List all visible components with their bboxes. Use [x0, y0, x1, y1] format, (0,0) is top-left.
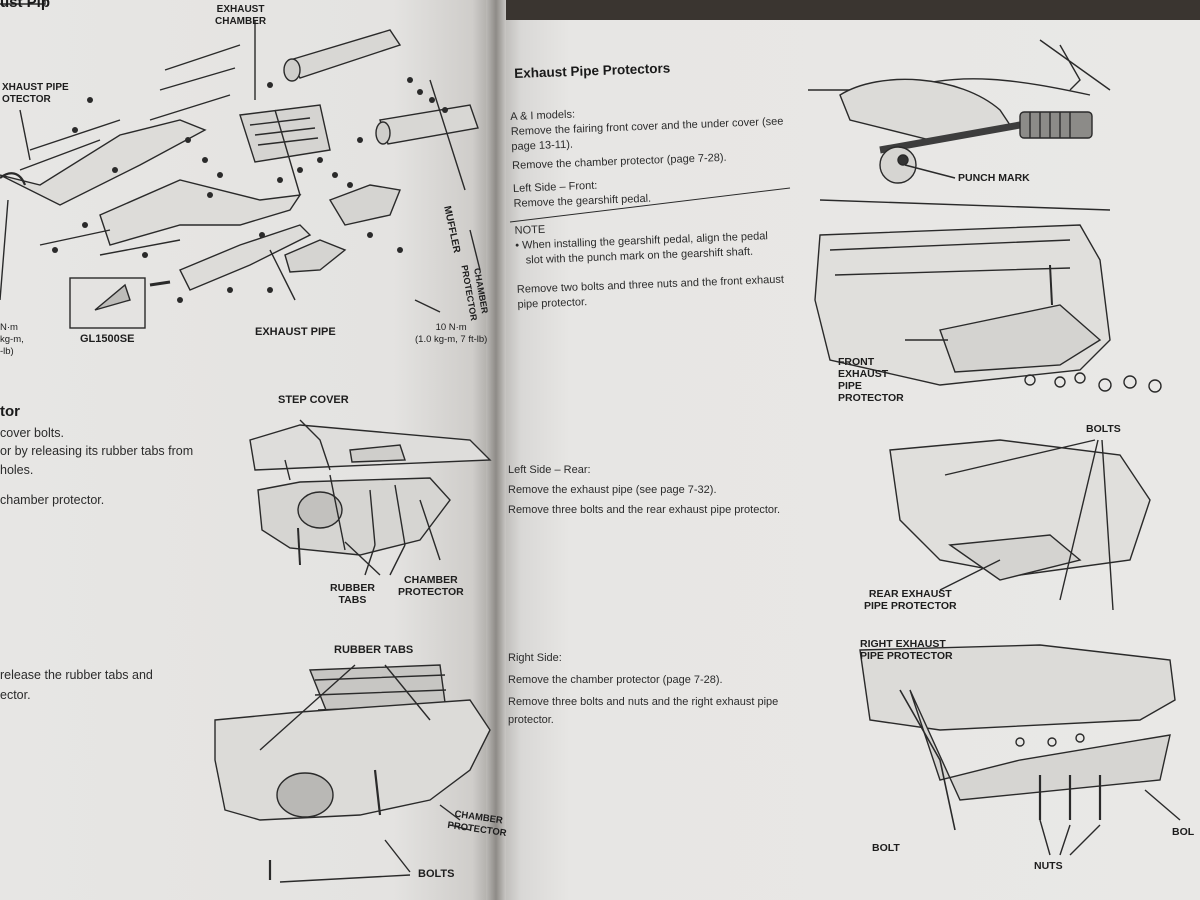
instruction-line: or by releasing its rubber tabs from	[0, 444, 194, 458]
label-chamber-protector: CHAMBER PROTECTOR	[398, 574, 464, 598]
instruction-line: Right Side:	[508, 652, 562, 664]
label-bolts: BOLTS	[418, 868, 455, 880]
instruction-line: release the rubber tabs and	[0, 668, 153, 682]
label-right-exhaust-pipe-protector: RIGHT EXHAUST PIPE PROTECTOR	[860, 638, 953, 662]
instruction-line: Left Side – Rear:	[508, 464, 591, 476]
book-gutter	[486, 0, 506, 900]
step-cover-figure	[249, 419, 492, 576]
label-punch-mark: PUNCH MARK	[958, 172, 1030, 184]
label-bolts-rear: BOLTS	[1086, 423, 1121, 435]
note-divider	[509, 187, 791, 223]
label-front-exhaust-pipe-protector: FRONT EXHAUST PIPE PROTECTOR	[838, 356, 904, 404]
right-protector-figure	[859, 644, 1181, 856]
rear-protector-figure	[889, 439, 1151, 611]
label-exhaust-chamber: EXHAUST CHAMBER	[215, 4, 267, 27]
exploded-exhaust-diagram	[0, 20, 481, 329]
label-exhaust-pipe: EXHAUST PIPE	[255, 326, 336, 338]
instruction-line: Remove the exhaust pipe (see page 7-32).	[508, 484, 717, 496]
label-rear-exhaust-pipe-protector: REAR EXHAUST PIPE PROTECTOR	[864, 588, 957, 612]
right-page-text-block-2: Left Side – Rear: Remove the exhaust pip…	[508, 462, 780, 518]
punch-mark-figure	[808, 39, 1111, 211]
label-bolt: BOLT	[872, 842, 900, 854]
instruction-line: Remove three bolts and the rear exhaust …	[508, 504, 781, 516]
label-nuts: NUTS	[1034, 860, 1063, 872]
instruction-line: chamber protector.	[0, 493, 105, 507]
label-torque-left: N·m kg-m, -lb)	[0, 322, 24, 357]
instruction-line: holes.	[0, 463, 34, 477]
label-rubber-tabs: RUBBER TABS	[330, 582, 375, 606]
instruction-line: Remove three bolts and nuts and the righ…	[508, 696, 779, 708]
section-heading-fragment: tor	[0, 403, 20, 420]
page-header-fragment: ust Pip	[0, 0, 51, 11]
label-step-cover: STEP COVER	[278, 394, 349, 406]
front-protector-figure	[814, 224, 1162, 393]
instruction-line: protector.	[508, 714, 554, 726]
label-exhaust-pipe-protector: XHAUST PIPE OTECTOR	[2, 82, 69, 105]
instruction-line: cover bolts.	[0, 426, 64, 440]
rubber-tabs-figure	[214, 664, 491, 883]
label-torque-right: 10 N·m (1.0 kg-m, 7 ft-lb)	[415, 322, 488, 345]
label-bolt-right: BOL	[1172, 826, 1195, 838]
instruction-line: Remove the chamber protector (page 7-28)…	[508, 674, 723, 686]
right-page-text-block-3: Right Side: Remove the chamber protector…	[508, 650, 778, 728]
header-box-line	[0, 0, 46, 5]
fastener-dots	[52, 77, 448, 303]
instruction-line: ector.	[0, 688, 31, 702]
label-gl1500se: GL1500SE	[80, 333, 135, 345]
right-page-text-block-1: A & I models: Remove the fairing front c…	[510, 100, 790, 313]
label-rubber-tabs-2: RUBBER TABS	[334, 644, 414, 656]
